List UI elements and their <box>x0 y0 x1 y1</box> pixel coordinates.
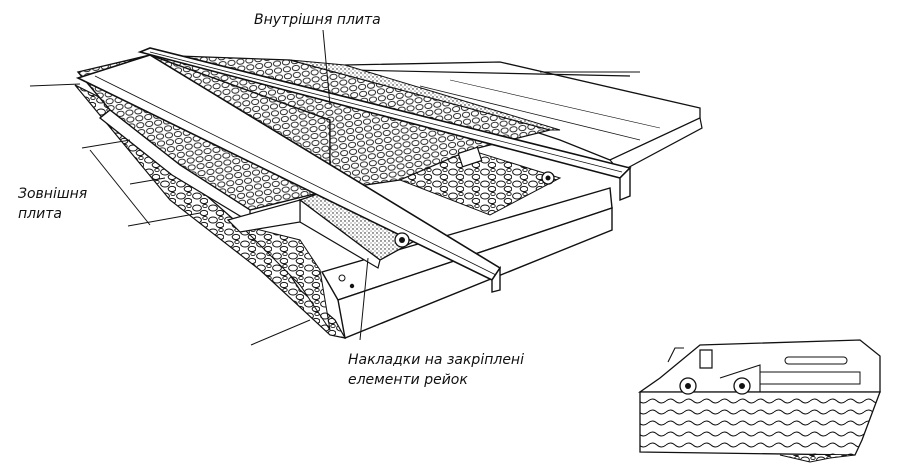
inner-plate-label: Внутрішня плита <box>254 12 381 28</box>
cross-section-inset <box>637 339 881 463</box>
rail-left <box>75 54 502 293</box>
rail-fasteners <box>394 146 555 248</box>
outer-plate-label-line2: плита <box>18 206 62 222</box>
rail-right <box>137 47 632 202</box>
joint-bars-label-line1: Накладки на закріплені <box>348 352 524 368</box>
ballast-gap <box>398 149 562 216</box>
joint-bars-label-line2: елементи рейок <box>348 372 468 388</box>
leader-lines <box>29 29 640 346</box>
sleeper-front <box>320 187 613 339</box>
outer-plate-dimension <box>81 139 201 227</box>
outer-plate-label-line1: Зовнішня <box>18 186 88 202</box>
